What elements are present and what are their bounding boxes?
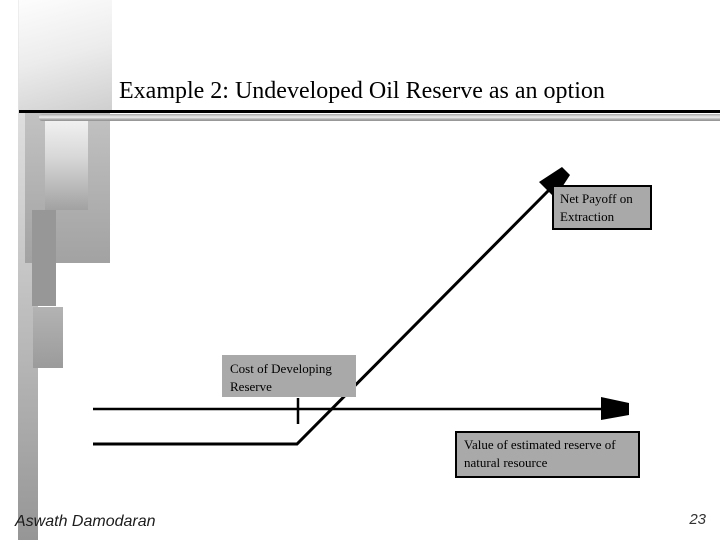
net-payoff-label-box: Net Payoff on Extraction: [552, 185, 652, 230]
title-underline: [19, 110, 720, 113]
x-axis-arrowhead-icon: [601, 397, 629, 420]
left-dark-block: [32, 210, 56, 306]
cost-of-developing-label-box: Cost of Developing Reserve: [222, 355, 356, 397]
left-inner-highlight-block: [45, 121, 88, 210]
payoff-line: [93, 186, 553, 446]
reserve-value-label-box: Value of estimated reserve of natural re…: [455, 431, 640, 478]
page-number: 23: [689, 511, 706, 528]
footer-author: Aswath Damodaran: [15, 513, 156, 530]
title-accent-bar: [39, 114, 720, 121]
left-top-gradient-block: [19, 0, 112, 110]
payoff-arrowhead-icon: [539, 167, 570, 198]
left-lower-block: [33, 307, 63, 368]
slide-title: Example 2: Undeveloped Oil Reserve as an…: [119, 78, 605, 104]
